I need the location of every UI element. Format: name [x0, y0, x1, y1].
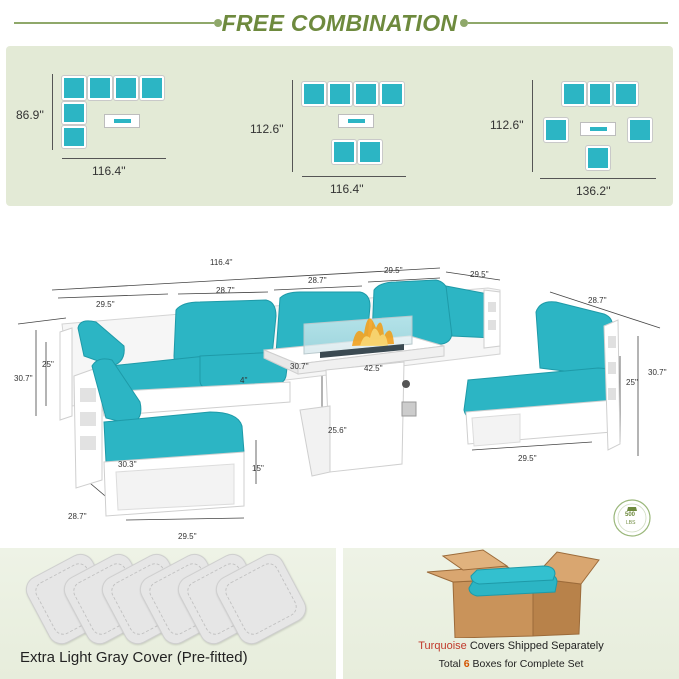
combo-3-height-line — [532, 80, 533, 172]
combo-3-fire-table — [580, 122, 616, 136]
header-dot-left — [214, 19, 222, 27]
dim-table-height: 25.6'' — [328, 426, 347, 435]
weight-badge-icon — [613, 499, 651, 537]
dim-table-depth: 30.7'' — [290, 362, 309, 371]
boxes-note-post: Boxes for Complete Set — [469, 658, 584, 670]
shipping-panel: Turquoise Covers Shipped Separately Tota… — [343, 548, 679, 679]
combo-1-fire-table — [104, 114, 140, 128]
dim-seg-c: 28.7'' — [308, 276, 327, 285]
combo-3-width: 136.2'' — [576, 184, 611, 198]
boxes-note: Total 6 Boxes for Complete Set — [343, 658, 679, 670]
combo-2-height: 112.6'' — [250, 122, 284, 136]
dim-ottoman-width: 29.5'' — [178, 532, 197, 541]
combo-2-fire-table — [338, 114, 374, 128]
combo-3-seat — [588, 82, 612, 106]
combo-3-ottoman — [586, 146, 610, 170]
weight-badge-unit: LBS — [626, 520, 636, 526]
combination-3: 112.6'' 136.2'' — [476, 46, 672, 206]
combo-2-seat — [380, 82, 404, 106]
dim-total-width: 116.4'' — [210, 258, 233, 267]
combo-1-seat — [114, 76, 138, 100]
combo-3-side-chair — [544, 118, 568, 142]
shipping-note-rest: Covers Shipped Separately — [466, 640, 604, 652]
weight-badge-value: 500 — [625, 512, 636, 518]
dim-left-seat: 25'' — [42, 360, 54, 369]
dim-chair-height: 30.7'' — [648, 368, 667, 377]
dim-left-height: 30.7'' — [14, 374, 33, 383]
header-rule-left — [14, 22, 214, 24]
combo-1-seat — [140, 76, 164, 100]
cover-label: Extra Light Gray Cover (Pre-fitted) — [20, 649, 248, 666]
dim-chair-depth: 28.7'' — [588, 296, 607, 305]
combination-2: 112.6'' 116.4'' — [246, 46, 446, 206]
combo-2-width: 116.4'' — [330, 182, 364, 196]
shipping-note: Turquoise Covers Shipped Separately — [343, 640, 679, 652]
combo-3-height: 112.6'' — [490, 118, 524, 132]
combo-3-side-chair — [628, 118, 652, 142]
combo-1-height: 86.9'' — [16, 108, 44, 122]
page-title: FREE COMBINATION — [221, 10, 458, 36]
combo-2-ottoman — [332, 140, 356, 164]
dim-chair-seat: 25'' — [626, 378, 638, 387]
combo-3-width-line — [540, 178, 656, 179]
header-dot-right — [460, 19, 468, 27]
boxes-note-pre: Total — [438, 658, 464, 670]
combo-1-width-line — [62, 158, 166, 159]
dim-chair-width: 29.5'' — [518, 454, 537, 463]
boxes-count: 6 — [463, 658, 470, 670]
dim-corner-right: 29.5'' — [470, 270, 489, 279]
dim-back-depth: 30.3'' — [118, 460, 137, 469]
dim-seg-d: 29.5'' — [384, 266, 403, 275]
dim-seg-b: 28.7'' — [216, 286, 235, 295]
cover-panel: Extra Light Gray Cover (Pre-fitted) — [0, 548, 336, 679]
product-illustration — [17, 267, 661, 537]
ottoman-chair — [73, 358, 245, 517]
combo-2-seat — [328, 82, 352, 106]
combo-1-seat — [88, 76, 112, 100]
dim-ottoman-height: 15'' — [252, 464, 264, 473]
combo-2-seat — [354, 82, 378, 106]
product-scene: 116.4'' 29.5'' 28.7'' 28.7'' 29.5'' 29.5… — [0, 206, 679, 546]
combo-3-seat — [562, 82, 586, 106]
combination-1: 86.9'' 116.4'' — [6, 46, 226, 206]
combo-3-seat — [614, 82, 638, 106]
fire-table — [263, 315, 445, 477]
combo-1-seat — [62, 126, 86, 148]
shipping-box-icon — [426, 549, 600, 638]
combo-1-height-line — [52, 74, 53, 150]
turquoise-word: Turquoise — [418, 640, 467, 652]
combo-2-height-line — [292, 80, 293, 172]
dim-leg: 4'' — [240, 376, 248, 385]
combo-2-seat — [302, 82, 326, 106]
combo-2-ottoman — [358, 140, 382, 164]
dim-ottoman-depth: 28.7'' — [68, 512, 87, 521]
combo-1-width: 116.4'' — [92, 164, 126, 178]
combination-band: 86.9'' 116.4'' 112.6'' 116.4'' 112.6'' — [6, 46, 673, 206]
header-rule-right — [468, 22, 668, 24]
dim-seg-a: 29.5'' — [96, 300, 115, 309]
combo-1-seat — [62, 76, 86, 100]
combo-1-seat — [62, 102, 86, 124]
dim-table-length: 42.5'' — [364, 364, 383, 373]
right-chair — [463, 301, 621, 451]
header: FREE COMBINATION — [0, 0, 679, 46]
combo-2-width-line — [302, 176, 406, 177]
